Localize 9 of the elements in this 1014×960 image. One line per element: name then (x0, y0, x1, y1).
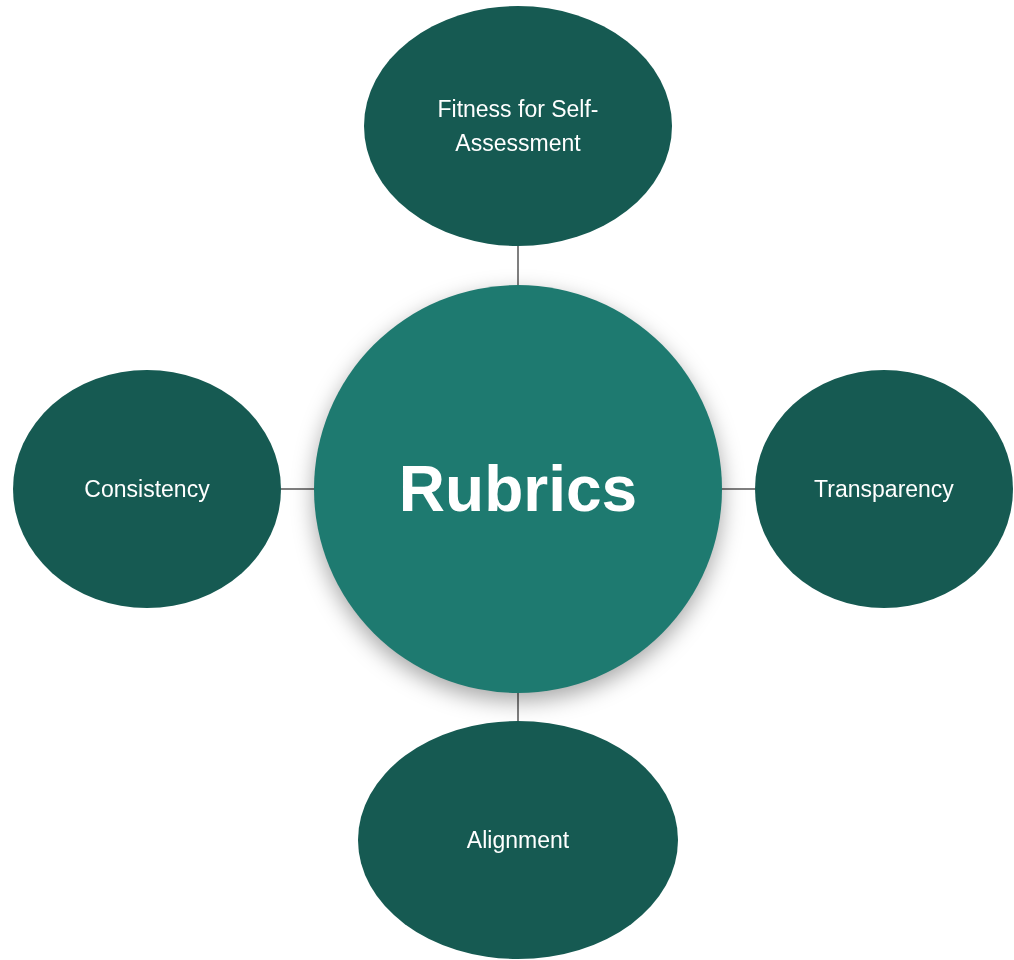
node-label: Fitness for Self-Assessment (436, 94, 600, 158)
connector-line (517, 245, 519, 286)
connector-line (517, 692, 519, 722)
connector-line (721, 488, 756, 490)
node-label: Consistency (84, 474, 210, 504)
node-label: Alignment (466, 825, 570, 855)
connector-line (280, 488, 315, 490)
node-label: Transparency (814, 474, 954, 504)
title-label: Rubrics (398, 452, 638, 526)
